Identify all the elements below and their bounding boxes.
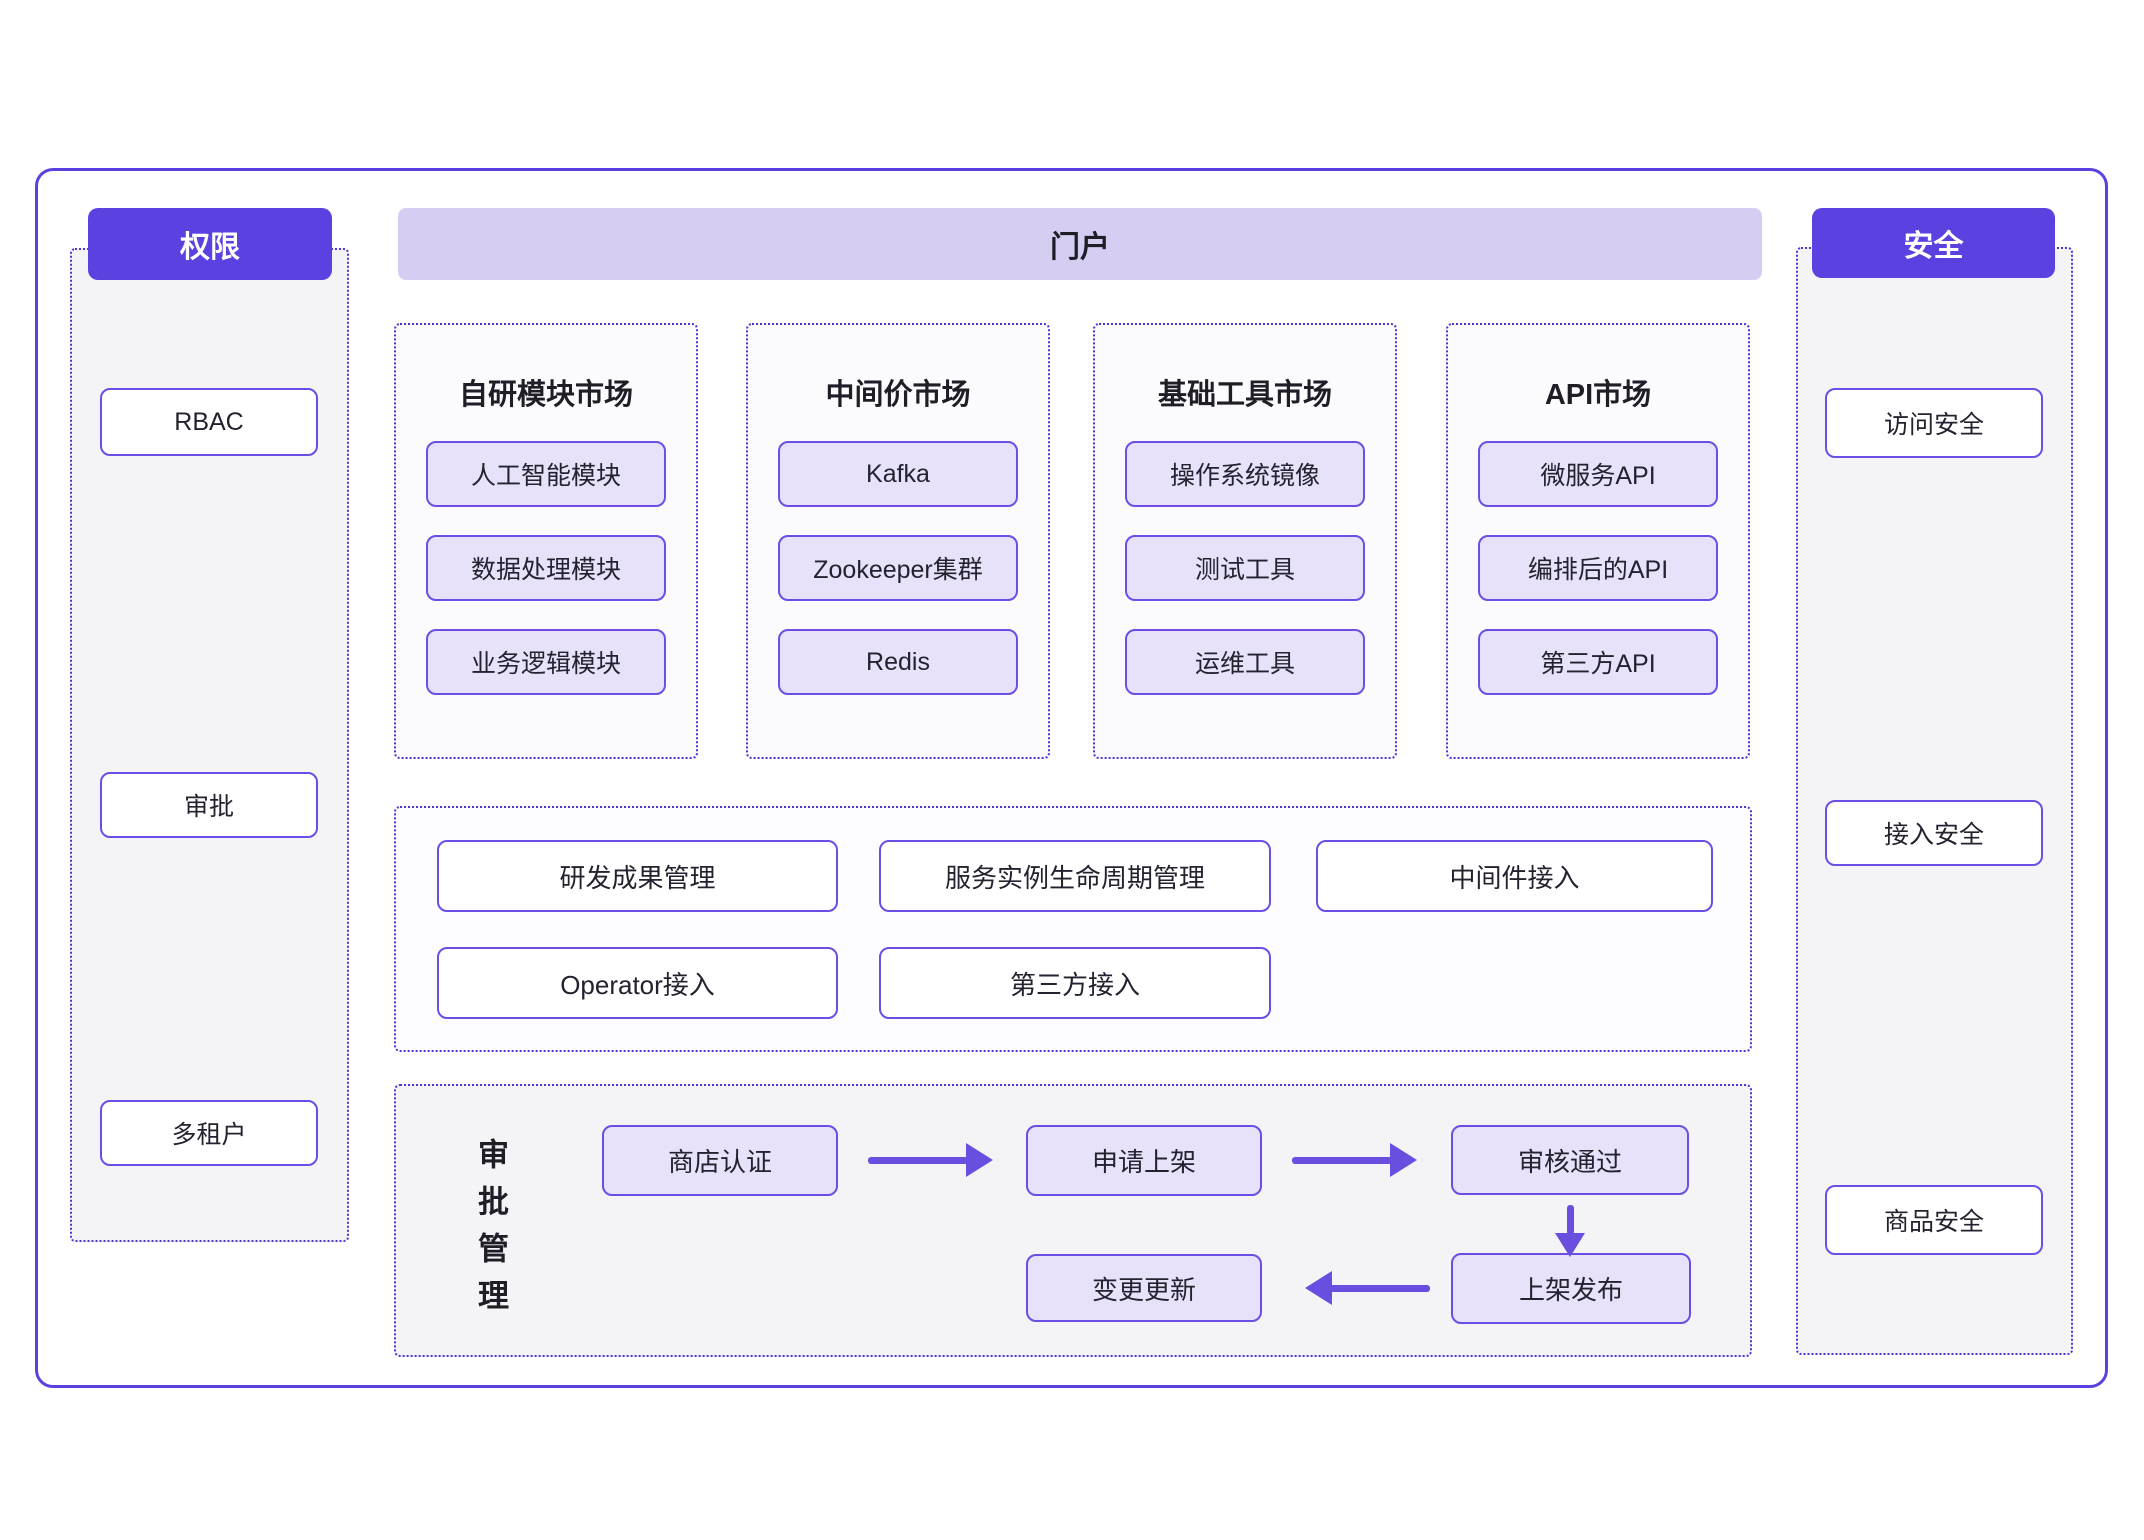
node-service-instance-lifecycle-mgmt: 服务实例生命周期管理 <box>879 840 1271 912</box>
node-listing-release: 上架发布 <box>1451 1253 1691 1324</box>
portal-header: 门户 <box>398 208 1762 280</box>
node-os-image: 操作系统镜像 <box>1125 441 1365 507</box>
node-operator-access: Operator接入 <box>437 947 838 1019</box>
security-header: 安全 <box>1812 208 2055 278</box>
node-rbac: RBAC <box>100 388 318 456</box>
node-approval: 审批 <box>100 772 318 838</box>
node-review-passed: 审核通过 <box>1451 1125 1689 1195</box>
node-integration-security: 接入安全 <box>1825 800 2043 866</box>
node-zookeeper-cluster: Zookeeper集群 <box>778 535 1018 601</box>
market-title: 自研模块市场 <box>458 379 633 411</box>
node-multitenant: 多租户 <box>100 1100 318 1166</box>
node-orchestrated-api: 编排后的API <box>1478 535 1718 601</box>
permissions-header: 权限 <box>88 208 332 280</box>
market-middleware: 中间价市场 Kafka Zookeeper集群 Redis <box>746 323 1050 759</box>
market-title: 中间价市场 <box>825 379 971 411</box>
node-business-logic-module: 业务逻辑模块 <box>426 629 666 695</box>
node-ops-tools: 运维工具 <box>1125 629 1365 695</box>
market-self-developed-modules: 自研模块市场 人工智能模块 数据处理模块 业务逻辑模块 <box>394 323 698 759</box>
market-api: API市场 微服务API 编排后的API 第三方API <box>1446 323 1750 759</box>
node-third-party-api: 第三方API <box>1478 629 1718 695</box>
node-access-security: 访问安全 <box>1825 388 2043 458</box>
node-kafka: Kafka <box>778 441 1018 507</box>
management-section: 研发成果管理 服务实例生命周期管理 中间件接入 Operator接入 第三方接入 <box>394 806 1752 1052</box>
node-apply-listing: 申请上架 <box>1026 1125 1262 1196</box>
node-rnd-results-mgmt: 研发成果管理 <box>437 840 838 912</box>
node-product-security: 商品安全 <box>1825 1185 2043 1255</box>
market-basic-tools: 基础工具市场 操作系统镜像 测试工具 运维工具 <box>1093 323 1397 759</box>
node-third-party-access: 第三方接入 <box>879 947 1271 1019</box>
node-redis: Redis <box>778 629 1018 695</box>
approval-flow-label: 审批管理 <box>473 1138 508 1326</box>
market-title: 基础工具市场 <box>1157 379 1332 411</box>
node-ai-module: 人工智能模块 <box>426 441 666 507</box>
node-microservice-api: 微服务API <box>1478 441 1718 507</box>
node-store-certification: 商店认证 <box>602 1125 838 1196</box>
node-test-tools: 测试工具 <box>1125 535 1365 601</box>
approval-flow-section: 审批管理 商店认证 申请上架 审核通过 上架发布 变更更新 <box>394 1084 1752 1357</box>
node-change-update: 变更更新 <box>1026 1254 1262 1322</box>
node-middleware-access: 中间件接入 <box>1316 840 1713 912</box>
node-data-processing-module: 数据处理模块 <box>426 535 666 601</box>
market-title: API市场 <box>1544 379 1652 411</box>
